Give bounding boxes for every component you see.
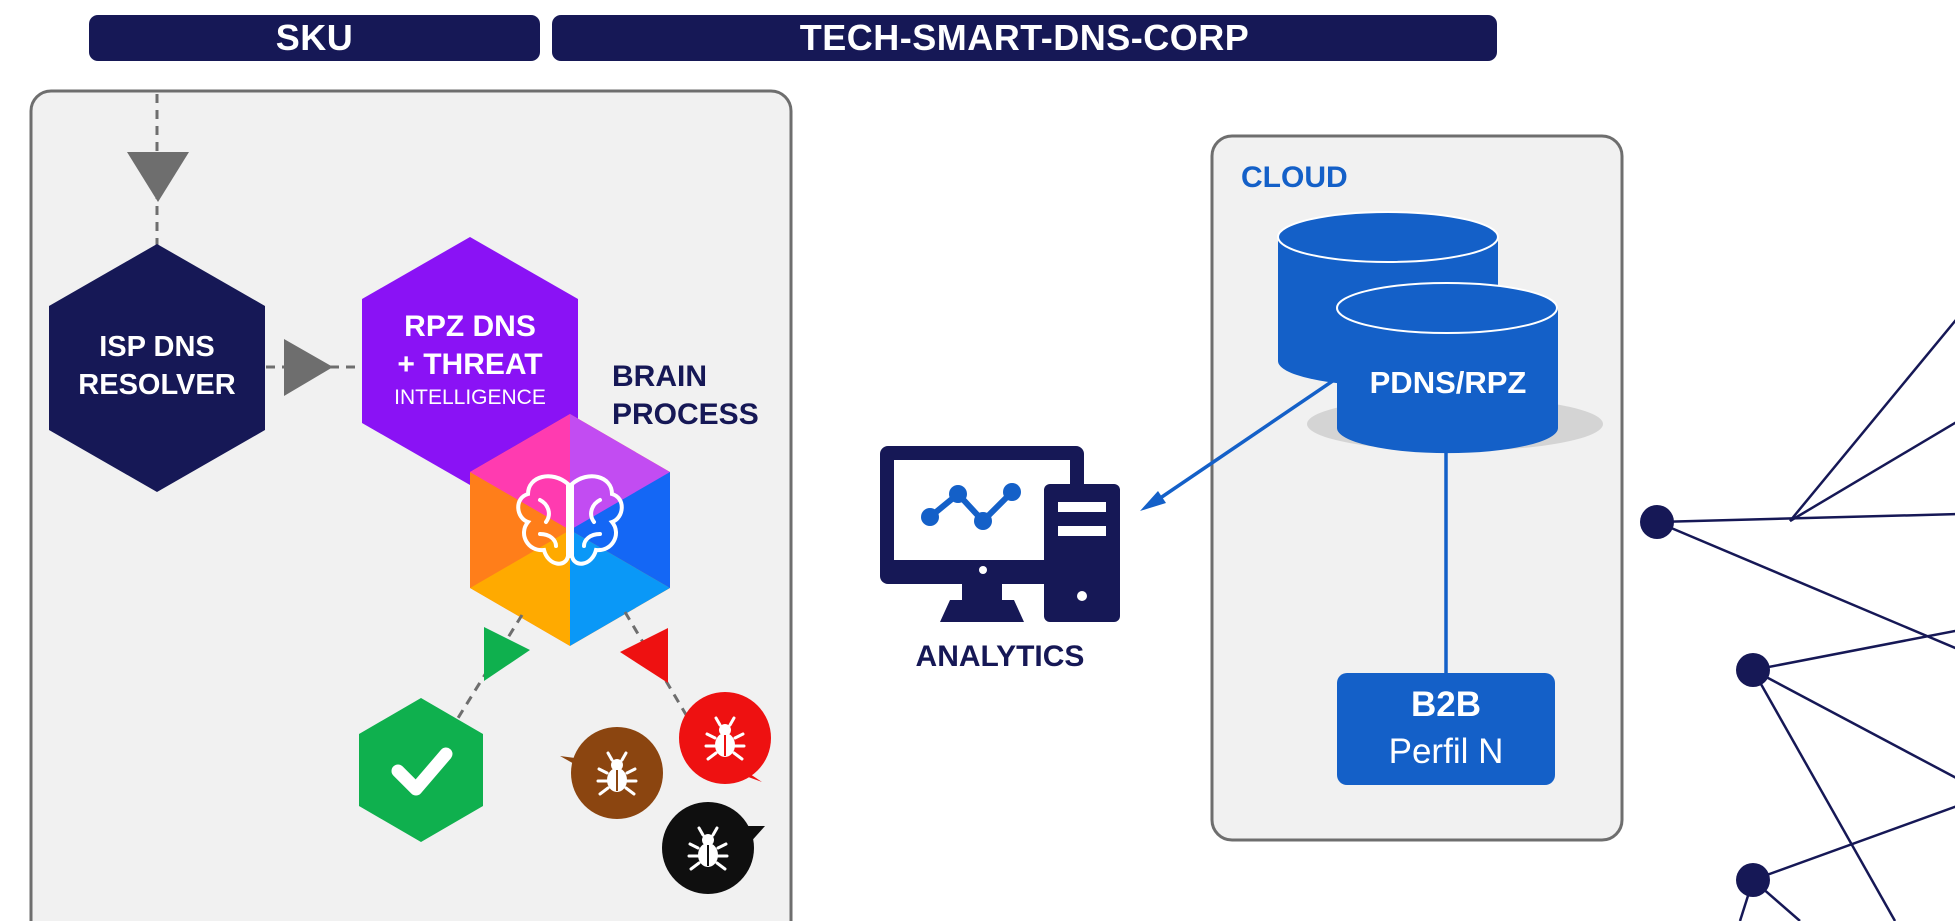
sku-label: SKU	[275, 17, 354, 58]
sku-header: SKU	[89, 15, 540, 61]
branch-threat-connector	[623, 611, 690, 719]
isp-resolver-line2: RESOLVER	[78, 369, 236, 401]
b2b-line2: Perfil N	[1388, 732, 1504, 771]
brain-line1: BRAIN	[612, 360, 707, 393]
database-label: PDNS/RPZ	[1369, 365, 1527, 400]
rpz-line3: INTELLIGENCE	[394, 386, 546, 409]
isp-resolver-line1: ISP DNS	[99, 331, 215, 363]
network-nodes	[1640, 505, 1770, 897]
clean-result-hexagon	[359, 698, 483, 842]
db-to-analytics-connector	[1149, 374, 1341, 507]
brain-line2: PROCESS	[612, 398, 759, 431]
rpz-line2: + THREAT	[397, 348, 543, 381]
red-threat-bubble	[679, 692, 771, 784]
black-threat-bubble	[662, 802, 765, 894]
branch-clean-connector	[456, 614, 524, 719]
cloud-label: CLOUD	[1241, 161, 1348, 194]
brain-process-label: BRAIN PROCESS	[612, 358, 759, 434]
red-arrow-icon	[620, 628, 668, 683]
b2b-line1: B2B	[1410, 685, 1482, 724]
green-arrow-icon	[484, 627, 530, 681]
rpz-hexagon[interactable]	[362, 237, 578, 485]
down-arrow-icon	[127, 152, 189, 202]
isp-resolver-hexagon[interactable]	[49, 244, 265, 492]
product-label: TECH-SMART-DNS-CORP	[799, 17, 1250, 58]
b2b-box[interactable]	[1337, 673, 1555, 785]
checkmark-icon	[391, 747, 453, 796]
database-icon[interactable]	[1277, 211, 1603, 454]
isp-resolver-label: ISP DNS RESOLVER	[49, 328, 265, 404]
rpz-label: RPZ DNS + THREAT INTELLIGENCE	[362, 308, 578, 412]
b2b-label: B2B Perfil N	[1337, 681, 1555, 775]
network-icon	[1656, 319, 1955, 921]
arrowhead-icon	[1140, 491, 1166, 511]
product-header: TECH-SMART-DNS-CORP	[552, 15, 1497, 61]
brown-threat-bubble	[560, 727, 663, 819]
rpz-line1: RPZ DNS	[404, 310, 536, 343]
brain-icon	[516, 474, 624, 566]
computer-icon[interactable]	[880, 446, 1120, 622]
right-arrow-icon	[284, 339, 333, 396]
analytics-label: ANALYTICS	[915, 640, 1085, 673]
